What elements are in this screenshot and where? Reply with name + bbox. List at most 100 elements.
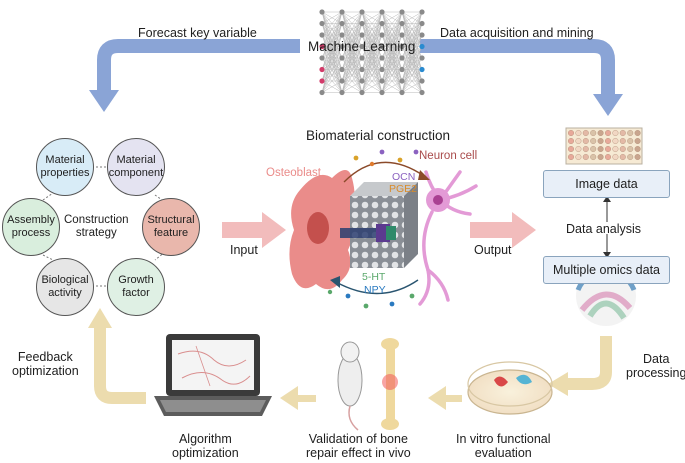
nn-node [419, 20, 425, 27]
pge2-marker-label: PGE2 [389, 183, 418, 195]
validation-label: Validation of bone repair effect in vivo [306, 432, 411, 461]
output-arrow [470, 212, 536, 248]
nn-node [359, 9, 365, 15]
laptop [154, 334, 272, 416]
lower-flow-arrow [335, 279, 419, 295]
nn-node [359, 78, 365, 84]
plate-well [612, 129, 619, 136]
nn-node [339, 43, 345, 50]
input-arrow [222, 212, 286, 248]
data-acquisition-label: Data acquisition and mining [440, 26, 594, 40]
processing-arrow [566, 336, 612, 390]
nn-node [399, 78, 405, 84]
upper-flow-arrow [343, 161, 425, 183]
petri-dish [467, 361, 553, 415]
nn-node [419, 9, 425, 15]
arrow-to-algorithm [280, 386, 316, 410]
nn-node [379, 66, 385, 73]
plate-well [627, 153, 634, 160]
material-properties-node: Material properties [36, 138, 94, 196]
plate-well [612, 137, 619, 144]
nn-node [319, 9, 325, 15]
plate-well [612, 153, 619, 160]
forecast-arrow [97, 39, 300, 92]
nn-node [339, 89, 345, 96]
processing-arrowhead [548, 372, 568, 396]
neuron-cell-label: Neuron cell [419, 150, 478, 162]
plate-well [605, 153, 612, 160]
nn-node [339, 78, 345, 84]
assembly-process-node: Assembly process [2, 198, 60, 256]
multiple-omics-box: Multiple omics data [543, 256, 670, 284]
nn-node [379, 78, 385, 84]
mouse-and-bone [337, 338, 399, 431]
input-label: Input [230, 243, 258, 257]
plate-well [612, 145, 619, 152]
material-component-node: Material component [107, 138, 165, 196]
plate-well [575, 145, 582, 152]
osteoblast-label: Osteoblast [266, 167, 321, 179]
in-vitro-label: In vitro functional evaluation [456, 432, 551, 461]
plate-well [619, 153, 626, 160]
npy-marker-label: NPY [364, 284, 386, 296]
plate-well [627, 145, 634, 152]
growth-factor-node: Growth factor [107, 258, 165, 316]
nn-node [379, 55, 385, 61]
nn-node [379, 20, 385, 27]
algorithm-label: Algorithm optimization [172, 432, 239, 461]
nn-node [359, 20, 365, 27]
forecast-label: Forecast key variable [138, 26, 257, 40]
plate-well [627, 129, 634, 136]
plate-well [605, 145, 612, 152]
plate-well [582, 153, 589, 160]
plate-well [605, 129, 612, 136]
nn-node [399, 43, 405, 50]
nn-node [419, 78, 425, 84]
output-label: Output [474, 243, 512, 257]
nn-node [419, 89, 425, 96]
signal-dots [327, 149, 419, 309]
nn-node [419, 43, 425, 50]
nn-node [419, 55, 425, 61]
biological-activity-node: Biological activity [36, 258, 94, 316]
nn-node [319, 55, 325, 61]
nn-node [379, 32, 385, 38]
forecast-arrowhead [89, 90, 119, 112]
plate-well [619, 145, 626, 152]
plate-well [634, 137, 641, 144]
image-data-box: Image data [543, 170, 670, 198]
plate-well [575, 129, 582, 136]
plate-well [597, 137, 604, 144]
nn-node [319, 78, 325, 84]
plate-well [619, 137, 626, 144]
plate-well [605, 137, 612, 144]
neural-network [321, 11, 423, 93]
structural-feature-node: Structural feature [142, 198, 200, 256]
nn-node [399, 89, 405, 96]
5ht-marker-label: 5-HT [362, 271, 386, 283]
plate-well [590, 137, 597, 144]
nn-node [319, 32, 325, 38]
nn-node [359, 55, 365, 61]
biomaterial-construction-title: Biomaterial construction [306, 128, 451, 143]
ocn-marker-label: OCN [392, 171, 416, 183]
data-processing-label: Data processing [626, 352, 685, 381]
machine-learning-label: Machine Learning [308, 39, 416, 54]
neuron-cell [418, 170, 478, 306]
plate-well [582, 145, 589, 152]
acquisition-arrow [420, 39, 615, 96]
feedback-arrowhead [88, 308, 112, 328]
nn-node [319, 89, 325, 96]
nn-node [319, 20, 325, 27]
feedback-arrow [94, 326, 146, 404]
nn-node [339, 66, 345, 73]
cycle-connectors [42, 166, 166, 287]
feedback-label: Feedback optimization [12, 350, 79, 379]
nn-node [379, 43, 385, 50]
plate-well [590, 145, 597, 152]
plate-well [590, 129, 597, 136]
nn-node [399, 55, 405, 61]
plate-well [634, 129, 641, 136]
nn-node [339, 20, 345, 27]
